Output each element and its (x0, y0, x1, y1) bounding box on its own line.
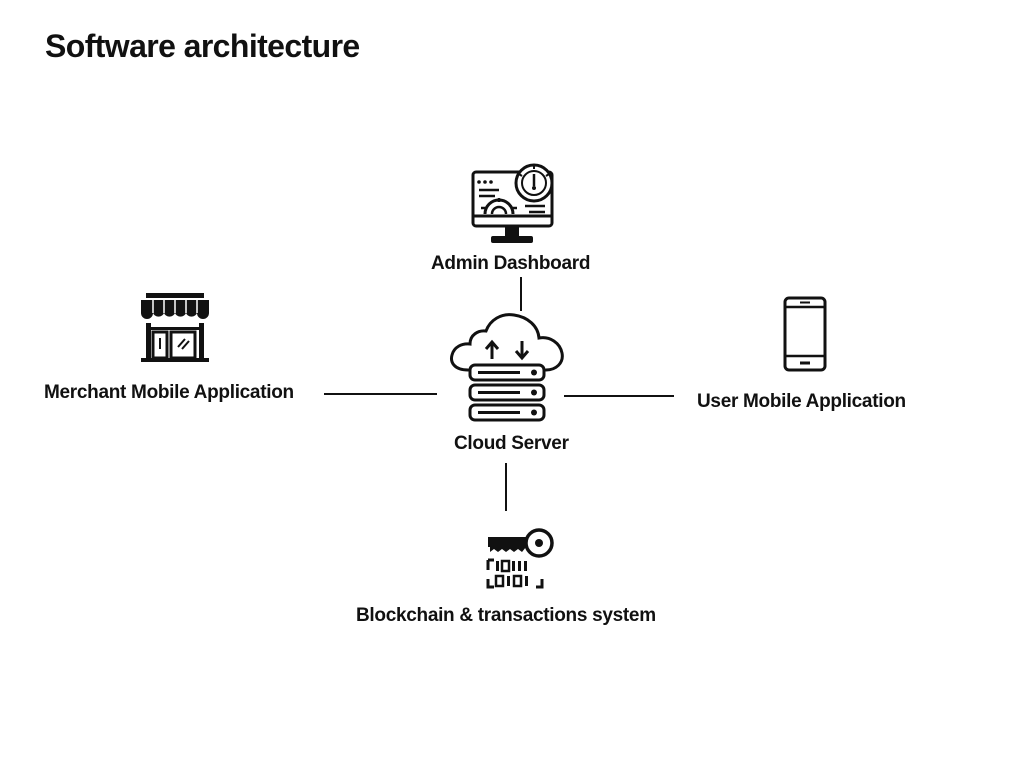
blockchain-transactions-label: Blockchain & transactions system (356, 605, 656, 626)
storefront-icon (141, 293, 209, 362)
connector-cloud-blockchain (505, 463, 507, 511)
admin-dashboard-label: Admin Dashboard (431, 253, 591, 274)
smartphone-icon (783, 296, 827, 372)
user-mobile-application-label: User Mobile Application (697, 391, 906, 412)
page-title: Software architecture (45, 28, 360, 64)
connector-merchant-cloud (324, 393, 437, 395)
connector-admin-cloud (520, 277, 522, 311)
cloud-server-icon (450, 313, 564, 422)
monitor-dashboard-icon (471, 163, 554, 243)
key-blockchain-icon (486, 528, 554, 589)
cloud-server-label: Cloud Server (454, 433, 569, 454)
merchant-mobile-application-label: Merchant Mobile Application (44, 382, 294, 403)
connector-cloud-user (564, 395, 674, 397)
